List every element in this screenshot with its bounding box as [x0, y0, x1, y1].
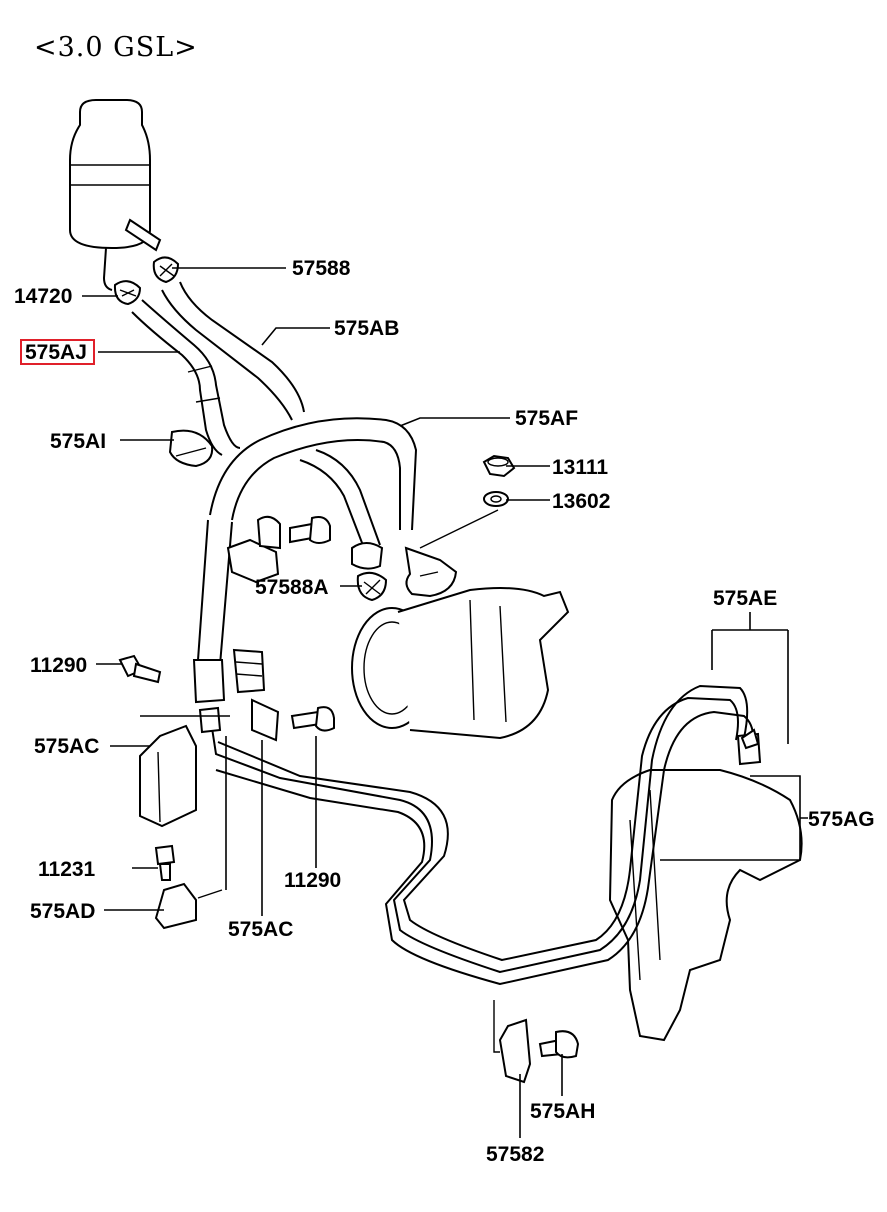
clip-575AI — [168, 429, 214, 468]
bolt-11290-left — [118, 654, 162, 684]
label-57588A: 57588A — [255, 576, 329, 599]
power-steering-pump — [351, 587, 570, 740]
label-11231: 11231 — [38, 858, 96, 881]
label-575AH: 575AH — [530, 1100, 595, 1123]
label-13602: 13602 — [552, 490, 610, 513]
steering-gear — [608, 769, 803, 1042]
return-hose-575AB — [161, 281, 305, 421]
center-bracket — [226, 515, 331, 584]
label-14720: 14720 — [14, 285, 72, 308]
clamp-14720 — [113, 280, 142, 306]
label-575AD: 575AD — [30, 900, 95, 923]
leader-lines — [82, 267, 808, 1138]
label-575AC-bottom: 575AC — [228, 918, 293, 941]
washer-13602 — [483, 491, 509, 507]
reservoir — [69, 99, 162, 291]
nut-13111 — [482, 454, 516, 478]
label-575AG: 575AG — [808, 808, 875, 831]
label-11290-left: 11290 — [30, 654, 87, 677]
label-575AC-left: 575AC — [34, 735, 99, 758]
bolt-11231 — [154, 844, 176, 881]
gear-lines — [211, 684, 762, 986]
pressure-hose-575AF — [197, 417, 418, 666]
diagram-title: <3.0 GSL> — [34, 32, 198, 63]
bolt-575AH — [538, 1030, 580, 1059]
clamp-57588A — [356, 571, 388, 602]
label-11290-center: 11290 — [284, 869, 341, 892]
label-575AE: 575AE — [713, 587, 777, 610]
pump-bracket — [404, 509, 499, 598]
label-13111: 13111 — [552, 456, 608, 479]
pump-side-fittings — [192, 648, 280, 742]
highlight-box-575AJ — [20, 339, 95, 365]
label-57582: 57582 — [486, 1143, 544, 1166]
label-575AF: 575AF — [515, 407, 578, 430]
bolt-11290-center — [290, 706, 335, 732]
clamp-57588 — [152, 256, 180, 284]
bracket-575AC-left — [139, 715, 230, 828]
label-575AI: 575AI — [50, 430, 106, 453]
bracket-57582 — [493, 1000, 532, 1084]
label-575AJ: 575AJ — [25, 341, 87, 364]
pump-inlet-hose — [299, 449, 384, 570]
clip-575AD — [154, 882, 223, 930]
label-575AB: 575AB — [334, 317, 399, 340]
label-57588: 57588 — [292, 257, 351, 280]
